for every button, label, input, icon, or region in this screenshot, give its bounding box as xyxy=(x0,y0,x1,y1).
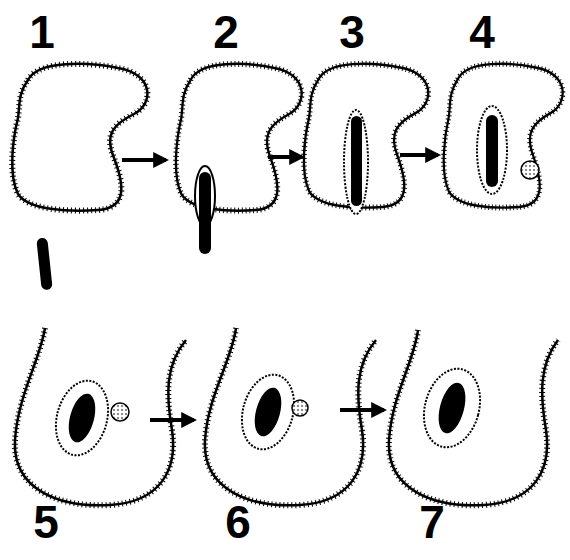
cell xyxy=(12,64,147,211)
callout-number: 5 xyxy=(33,499,59,545)
granule xyxy=(111,403,129,421)
bacterium xyxy=(434,380,471,436)
bacterium xyxy=(64,391,100,446)
arrow xyxy=(150,418,194,422)
vacuole xyxy=(416,362,489,453)
bacterium xyxy=(199,172,211,254)
vacuole xyxy=(344,110,368,214)
callout-number: 1 xyxy=(29,9,55,55)
bacterium xyxy=(351,116,362,206)
cell xyxy=(205,328,376,505)
callout-number: 2 xyxy=(213,9,239,55)
vacuole xyxy=(234,369,302,455)
callout-number: 7 xyxy=(419,499,445,545)
callout-number: 3 xyxy=(339,9,365,55)
granule xyxy=(521,161,539,179)
cell xyxy=(444,64,563,208)
vacuole xyxy=(48,375,116,461)
arrow xyxy=(400,153,438,157)
granule xyxy=(292,400,308,416)
callout-number: 4 xyxy=(469,9,495,55)
arrow xyxy=(268,155,302,159)
bacterium xyxy=(250,385,286,440)
cell xyxy=(389,330,558,505)
bacterium xyxy=(486,115,498,187)
bacterium xyxy=(36,238,52,291)
vacuole xyxy=(477,106,507,194)
arrow xyxy=(340,408,384,412)
cell xyxy=(15,328,186,505)
arrow xyxy=(122,158,166,162)
callout-number: 6 xyxy=(225,499,251,545)
